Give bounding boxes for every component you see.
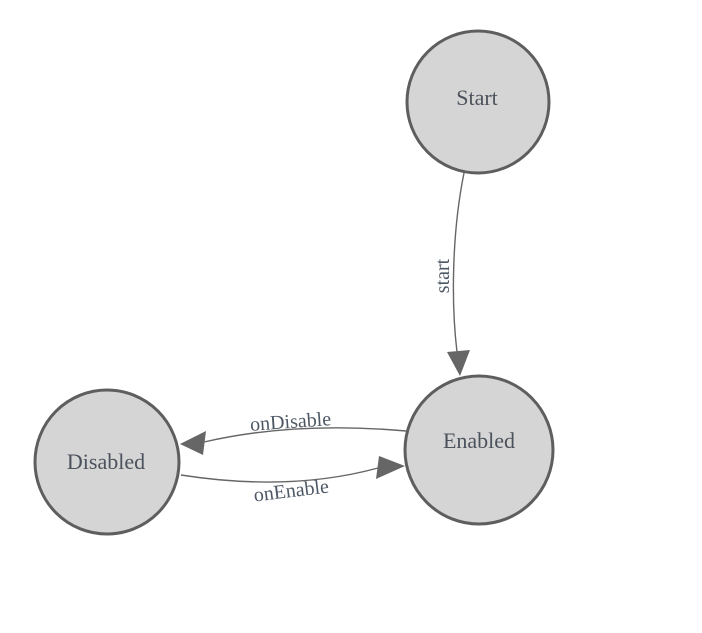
edge-start-to-enabled-path [452, 172, 465, 353]
edge-enabled-to-disabled-label: onDisable [249, 408, 332, 436]
state-node-disabled[interactable]: Disabled [33, 388, 181, 536]
state-node-start[interactable]: Start [405, 29, 551, 175]
edge-start-to-enabled-label: start [432, 258, 454, 293]
edge-disabled-to-enabled-path [180, 467, 379, 483]
state-node-disabled-label: Disabled [67, 449, 145, 474]
edge-enabled-to-disabled-path [203, 427, 407, 443]
state-node-start-circle[interactable] [405, 29, 551, 175]
edge-disabled-to-enabled-arrowhead-icon [376, 456, 405, 479]
edge-disabled-to-enabled: onEnable [180, 456, 405, 507]
edge-enabled-to-disabled: onDisable [180, 408, 407, 455]
edge-start-to-enabled-arrowhead-icon [447, 350, 470, 376]
state-node-enabled-label: Enabled [443, 428, 515, 453]
state-node-enabled-circle[interactable] [403, 374, 555, 526]
state-node-start-label: Start [456, 85, 498, 110]
state-node-enabled[interactable]: Enabled [403, 374, 555, 526]
edge-start-to-enabled: start [432, 172, 470, 376]
edge-disabled-to-enabled-label: onEnable [252, 476, 330, 507]
state-node-disabled-circle[interactable] [33, 388, 181, 536]
edge-enabled-to-disabled-arrowhead-icon [180, 431, 206, 455]
